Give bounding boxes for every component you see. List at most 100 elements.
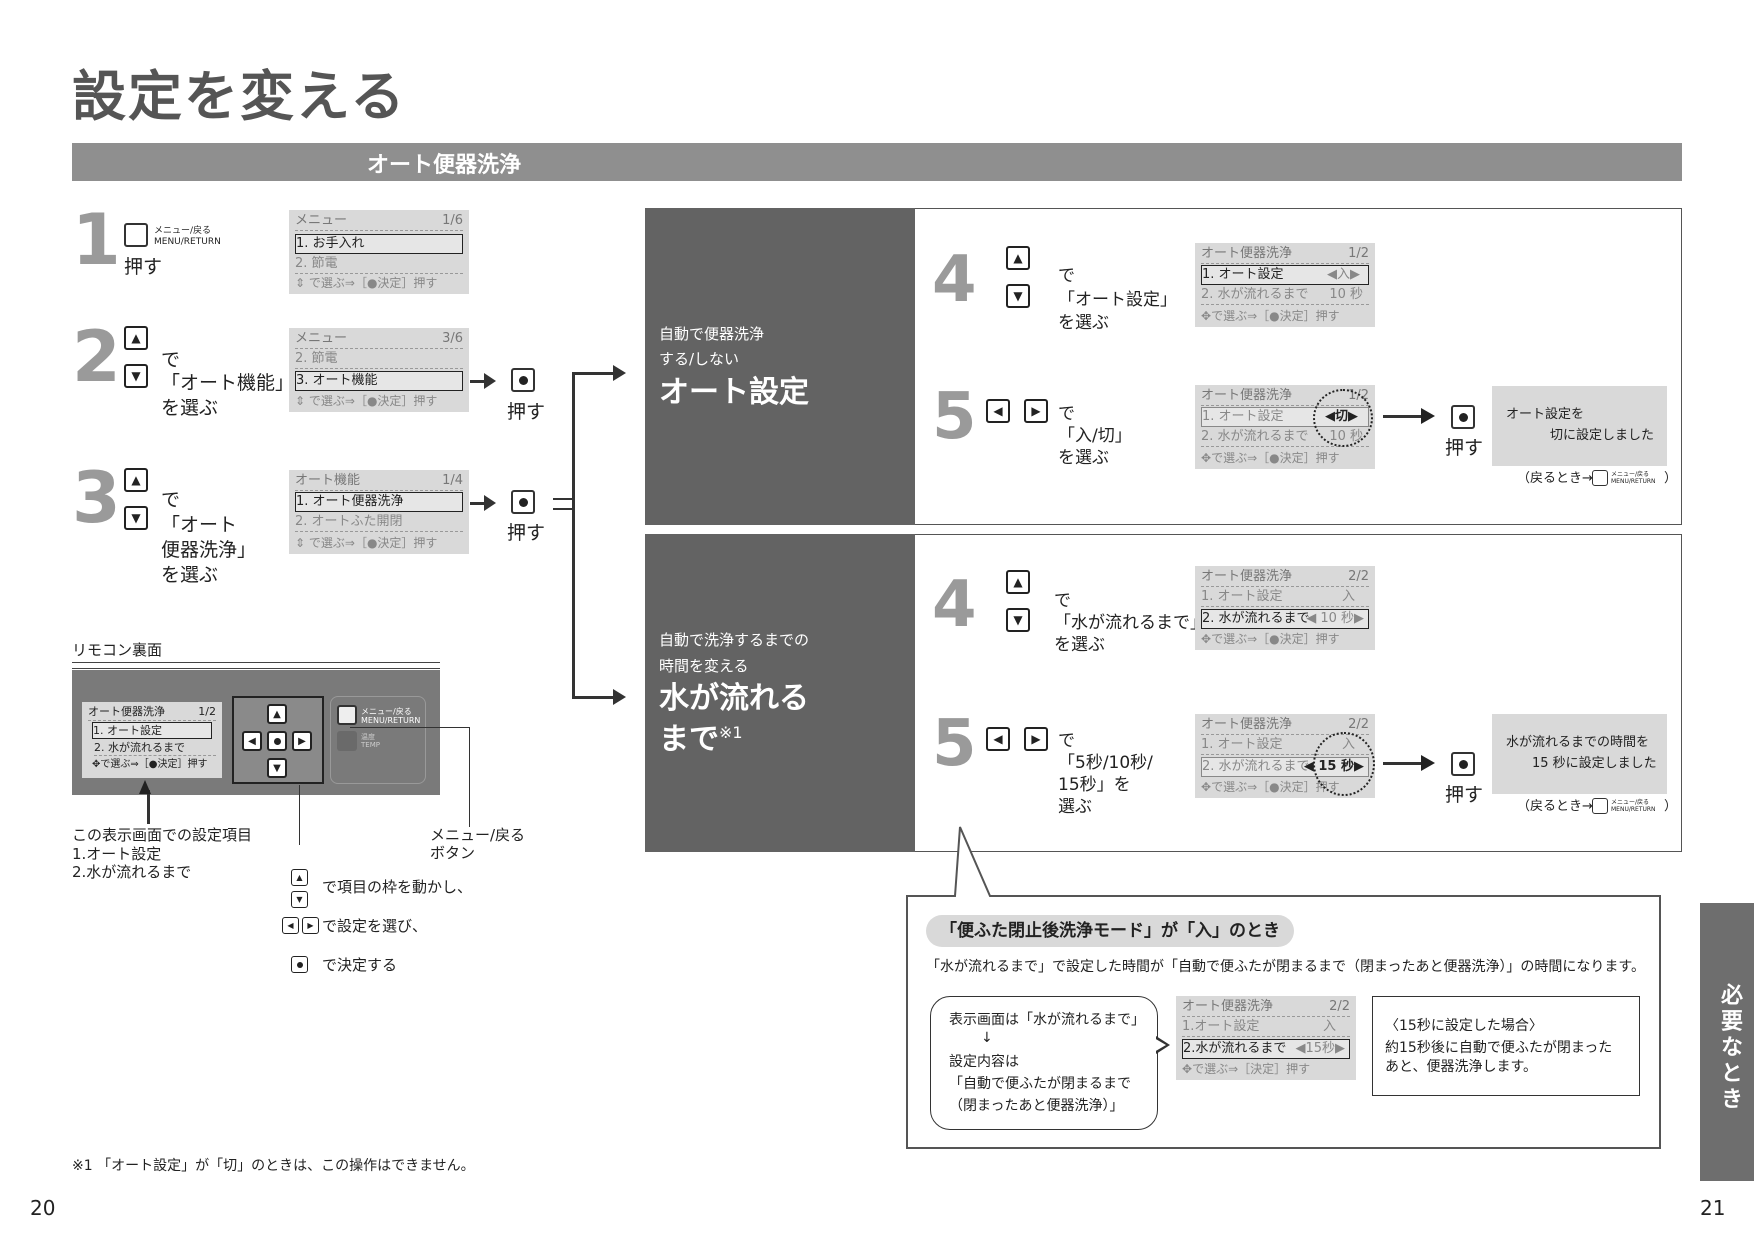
step-a4-text2: を選ぶ: [1058, 313, 1109, 333]
lcd-footer: で選ぶ⇒［●決定］押す: [1211, 309, 1340, 323]
menu-return-label-en: MENU/RETURN: [361, 716, 421, 725]
lcd-header: オート便器洗浄: [1201, 717, 1293, 732]
lcd-row-label: 1.オート設定: [1182, 1019, 1260, 1034]
lcd-row-value: ◀入▶: [1327, 267, 1360, 282]
down-arrow-icon[interactable]: ▼: [124, 506, 148, 530]
lcd-row-value: ◀15秒▶: [1295, 1041, 1345, 1056]
lcd-header: オート便器洗浄: [1182, 999, 1274, 1014]
lcd-row-label: 1. オート設定: [1201, 737, 1283, 752]
lcd-row-value: 10 秒: [1329, 287, 1363, 302]
up-arrow-icon[interactable]: ▲: [124, 468, 148, 492]
remote-caption-2: 1.オート設定: [72, 845, 162, 863]
page-number-left: 20: [30, 1196, 56, 1220]
back-hint-b: （戻るとき→: [1517, 797, 1593, 817]
left-arrow-icon[interactable]: ◀: [242, 731, 262, 751]
lcd-header: オート便器洗浄: [1201, 388, 1293, 403]
step-a5-text1: 「入/切」: [1058, 426, 1132, 446]
enter-button[interactable]: [511, 490, 535, 514]
legend-updown: で項目の枠を動かし、: [322, 878, 473, 896]
menu-return-button[interactable]: [337, 705, 357, 725]
lcd-footer: で選ぶ⇒［●決定］押す: [1211, 780, 1340, 794]
lcd-footer: で選ぶ⇒［●決定］押す: [308, 276, 438, 290]
temp-label-jp: 温度: [361, 733, 375, 741]
menu-return-label-jp: メニュー/戻る: [1611, 799, 1650, 806]
side-tab-label: 必要なとき: [1717, 983, 1742, 1113]
lcd-footer: で選ぶ⇒［●決定］押す: [308, 394, 438, 408]
step-b5-text3: 選ぶ: [1058, 797, 1092, 817]
panel-a-title: オート設定: [659, 375, 809, 410]
lcd-row: 2. オートふた開閉: [295, 513, 463, 532]
arrow-right-icon: [484, 373, 496, 389]
down-arrow-icon[interactable]: ▼: [1006, 608, 1030, 632]
enter-button[interactable]: [267, 731, 287, 751]
panel-a-desc-2: する/しない: [659, 350, 740, 368]
back-hint-close: ）: [1664, 799, 1678, 814]
right-arrow-icon: ▶: [302, 917, 319, 934]
up-arrow-icon: ▲: [291, 869, 308, 886]
lcd-page: 1/4: [442, 473, 463, 488]
lcd-row-selected: 1. オート便器洗浄: [295, 492, 463, 512]
updown-icon: ⇕: [295, 394, 306, 408]
step-b4-de: で: [1054, 591, 1071, 611]
menu-return-button: [1592, 798, 1608, 814]
footnote: ※1 「オート設定」が「切」のときは、この操作はできません。: [72, 1158, 475, 1174]
lcd-footer: で選ぶ⇒［●決定］押す: [1211, 632, 1340, 646]
step-a5-text2: を選ぶ: [1058, 448, 1109, 468]
right-arrow-icon[interactable]: ▶: [1024, 727, 1048, 751]
lcd-footer: で選ぶ⇒［●決定］押す: [1211, 451, 1340, 465]
dot-icon: [518, 497, 528, 507]
down-arrow-icon: ▼: [291, 891, 308, 908]
enter-button[interactable]: [1451, 405, 1475, 429]
up-arrow-icon[interactable]: ▲: [1006, 246, 1030, 270]
highlight-circle: [1313, 389, 1373, 447]
lcd-row-label: 2. 水が流れるまで: [1202, 611, 1310, 626]
cross-pad-icon: ✥: [1201, 780, 1212, 794]
step-3-text3: を選ぶ: [161, 564, 219, 586]
remote-dpad: ▲ ◀ ▶ ▼: [232, 696, 324, 784]
down-arrow-icon[interactable]: ▼: [267, 758, 287, 778]
lcd-page: 1/2: [198, 705, 216, 718]
arrow-down-icon: ↓: [981, 1030, 993, 1046]
dot-icon: [273, 737, 281, 745]
menu-return-button[interactable]: [124, 223, 148, 247]
back-hint-text: （戻るとき→: [1517, 471, 1593, 486]
right-arrow-icon[interactable]: ▶: [292, 731, 312, 751]
example-text-2: 約15秒後に自動で便ふたが閉まった: [1385, 1040, 1613, 1056]
up-arrow-icon[interactable]: ▲: [267, 704, 287, 724]
panel-b-desc-2: 時間を変える: [659, 657, 749, 675]
highlight-circle: [1313, 732, 1375, 796]
confirm-message-b: 水が流れるまでの時間を 15 秒に設定しました: [1492, 714, 1667, 794]
menu-return-label-jp: メニュー/戻る: [154, 226, 212, 236]
step-a4-de: で: [1058, 266, 1075, 286]
left-arrow-icon[interactable]: ◀: [986, 399, 1010, 423]
lcd-page: 1/2: [1348, 246, 1369, 261]
lcd-row-label: 2. 水が流れるまで: [1201, 429, 1309, 444]
lcd-page: 1/6: [442, 213, 463, 228]
down-arrow-icon[interactable]: ▼: [124, 364, 148, 388]
lcd-page: 3/6: [442, 331, 463, 346]
enter-button[interactable]: [511, 368, 535, 392]
lcd-row-label: 1. オート設定: [1201, 589, 1283, 604]
step-a5-press: 押す: [1445, 437, 1484, 459]
right-arrow-icon[interactable]: ▶: [1024, 399, 1048, 423]
panel-b-desc-1: 自動で洗浄するまでの: [659, 631, 810, 649]
footnote-ref: ※1: [719, 723, 743, 742]
panel-auto-setting-label: 自動で便器洗浄 する/しない オート設定: [645, 208, 915, 525]
menu-button-caption-2: ボタン: [430, 844, 476, 862]
temp-button[interactable]: [337, 731, 357, 751]
side-tab[interactable]: 必要なとき: [1700, 903, 1754, 1181]
remote-caption-3: 2.水が流れるまで: [72, 863, 192, 881]
step-b5-de: で: [1058, 731, 1075, 751]
step-1-number: 1: [72, 199, 121, 281]
up-arrow-icon[interactable]: ▲: [124, 326, 148, 350]
dot-icon: [296, 961, 303, 968]
step-1-press: 押す: [124, 256, 163, 278]
enter-button[interactable]: [1451, 752, 1475, 776]
step-b5-text2: 15秒」を: [1058, 775, 1131, 795]
up-arrow-icon[interactable]: ▲: [1006, 570, 1030, 594]
lcd-header: オート便器洗浄: [1201, 569, 1293, 584]
down-arrow-icon[interactable]: ▼: [1006, 284, 1030, 308]
left-arrow-icon[interactable]: ◀: [986, 727, 1010, 751]
